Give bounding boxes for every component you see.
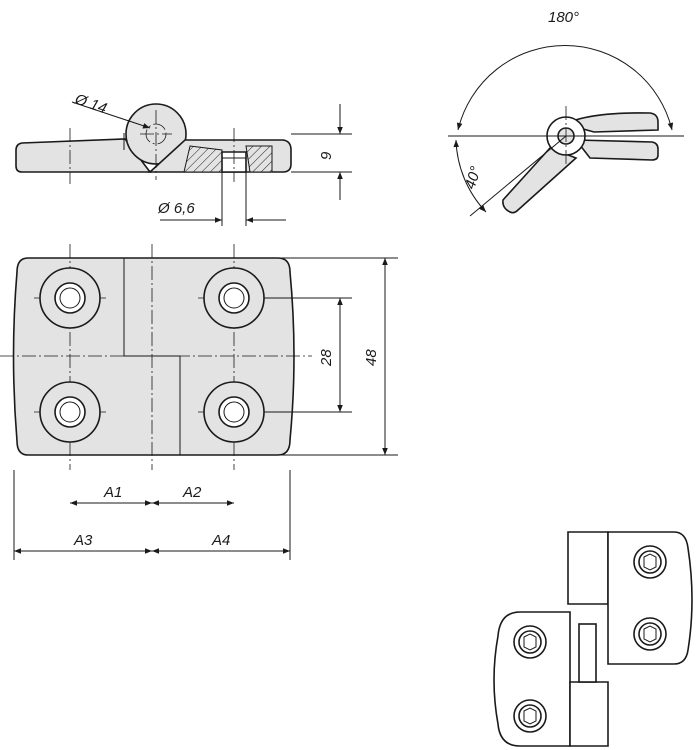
hex-screw-front-bottom xyxy=(513,699,547,733)
hex-screw-front-top xyxy=(513,625,547,659)
rotation-angled-leaf xyxy=(502,147,578,214)
mounting-hole-top-right xyxy=(203,267,265,329)
section-hatch-left xyxy=(183,145,223,173)
label-a4: A4 xyxy=(211,532,230,549)
label-thickness: 9 xyxy=(318,151,335,160)
mounting-hole-bottom-right xyxy=(203,381,265,443)
front-view: 28 48 A1 A2 A3 A4 xyxy=(0,244,398,560)
section-hatch-right xyxy=(245,145,273,173)
label-height: 48 xyxy=(363,349,380,366)
label-a1: A1 xyxy=(103,484,122,501)
label-diameter-pin: Ø 14 xyxy=(72,90,109,117)
hex-screw-back-bottom xyxy=(633,617,667,651)
perspective-view xyxy=(493,531,693,747)
perspective-front-leaf xyxy=(493,611,571,747)
label-a3: A3 xyxy=(73,532,93,549)
label-diameter-hole: Ø 6,6 xyxy=(157,200,195,217)
mounting-hole-top-left xyxy=(39,267,101,329)
hex-screw-back-top xyxy=(633,545,667,579)
label-angle-back: 40° xyxy=(462,164,485,191)
side-view: Ø 14 9 Ø 6,6 xyxy=(15,90,352,226)
perspective-front-knuckle xyxy=(569,681,609,747)
mounting-hole-bottom-left xyxy=(39,381,101,443)
label-hole-spacing: 28 xyxy=(318,349,335,367)
perspective-back-leaf xyxy=(607,531,693,665)
label-angle-open: 180° xyxy=(548,9,579,26)
rotation-bottom-leaf xyxy=(574,139,659,161)
angle-arc-180 xyxy=(456,45,674,131)
angle-arc-40 xyxy=(453,139,487,213)
rotation-view: 180° 40° xyxy=(448,9,684,217)
label-a2: A2 xyxy=(182,484,202,501)
perspective-pin xyxy=(578,623,597,683)
perspective-back-knuckle xyxy=(567,531,609,605)
